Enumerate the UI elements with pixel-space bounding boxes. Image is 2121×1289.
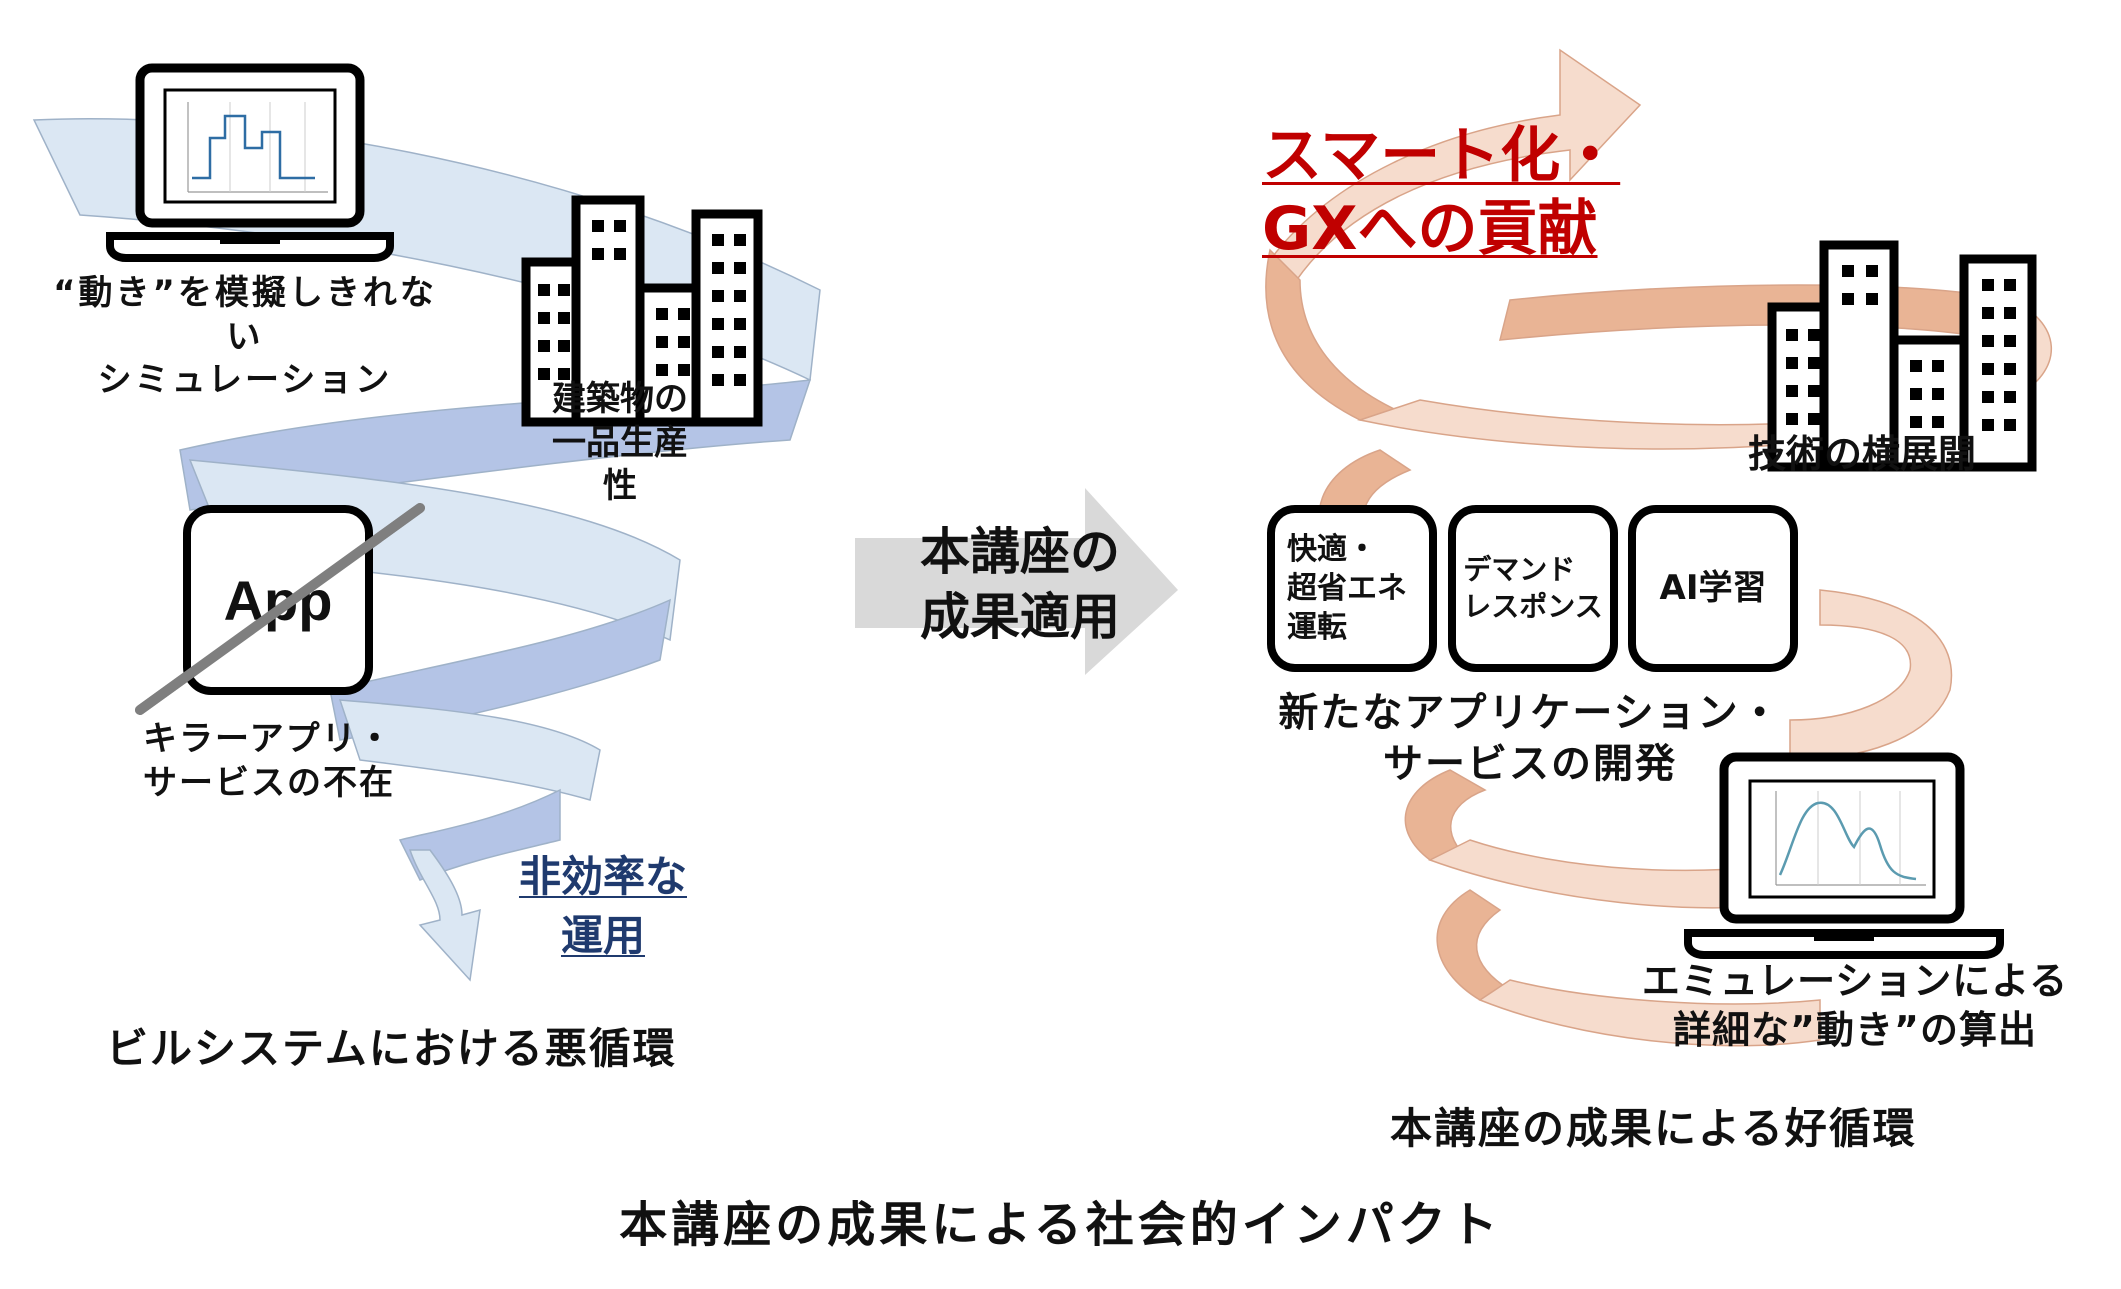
emulation-label: エミュレーションによる 詳細な”動き”の算出 bbox=[1641, 959, 2069, 1052]
laptop-chart-icon bbox=[1684, 752, 2004, 959]
right-title: スマート化・ GXへの貢献 bbox=[1262, 120, 1620, 266]
building-label: 建築物の 一品生産性 bbox=[552, 379, 688, 507]
footer-title: 本講座の成果による社会的インパクト bbox=[619, 1197, 1502, 1253]
comfort-box-label: 快適・ 超省エネ 運転 bbox=[1287, 532, 1407, 645]
right-title-line1: スマート化・ bbox=[1262, 121, 1621, 191]
inefficient-label: 非効率な 運用 bbox=[498, 848, 708, 966]
laptop-chart-icon bbox=[106, 63, 394, 262]
arrow-label: 本講座の 成果適用 bbox=[880, 520, 1160, 650]
right-caption: 本講座の成果による好循環 bbox=[1390, 1104, 1917, 1153]
sim-label: “動き”を模擬しきれない シミュレーション bbox=[53, 273, 437, 401]
arrow-label-line1: 本講座の bbox=[920, 523, 1120, 581]
ai-learning-box: AI学習 bbox=[1628, 505, 1798, 672]
comfort-box: 快適・ 超省エネ 運転 bbox=[1267, 505, 1437, 672]
killer-app-label: キラーアプリ・ サービスの不在 bbox=[143, 719, 395, 803]
inefficient-label-line2: 運用 bbox=[560, 910, 645, 960]
inefficient-label-line1: 非効率な bbox=[518, 852, 687, 901]
right-title-line2: GXへの貢献 bbox=[1262, 194, 1598, 265]
new-app-label: 新たなアプリケーション・ サービスの開発 bbox=[1278, 690, 1782, 788]
demand-response-box-label: デマンド レスポンス bbox=[1463, 553, 1603, 623]
left-caption: ビルシステムにおける悪循環 bbox=[106, 1024, 677, 1073]
arrow-label-line2: 成果適用 bbox=[920, 588, 1120, 646]
ai-learning-box-label: AI学習 bbox=[1659, 568, 1767, 609]
tech-label: 技術の横展開 bbox=[1748, 432, 1977, 476]
right-arrow-icon bbox=[855, 488, 1178, 675]
buildings-icon bbox=[521, 195, 763, 427]
buildings-icon bbox=[1767, 240, 2037, 472]
demand-response-box: デマンド レスポンス bbox=[1448, 505, 1618, 672]
app-icon: App bbox=[183, 505, 373, 695]
